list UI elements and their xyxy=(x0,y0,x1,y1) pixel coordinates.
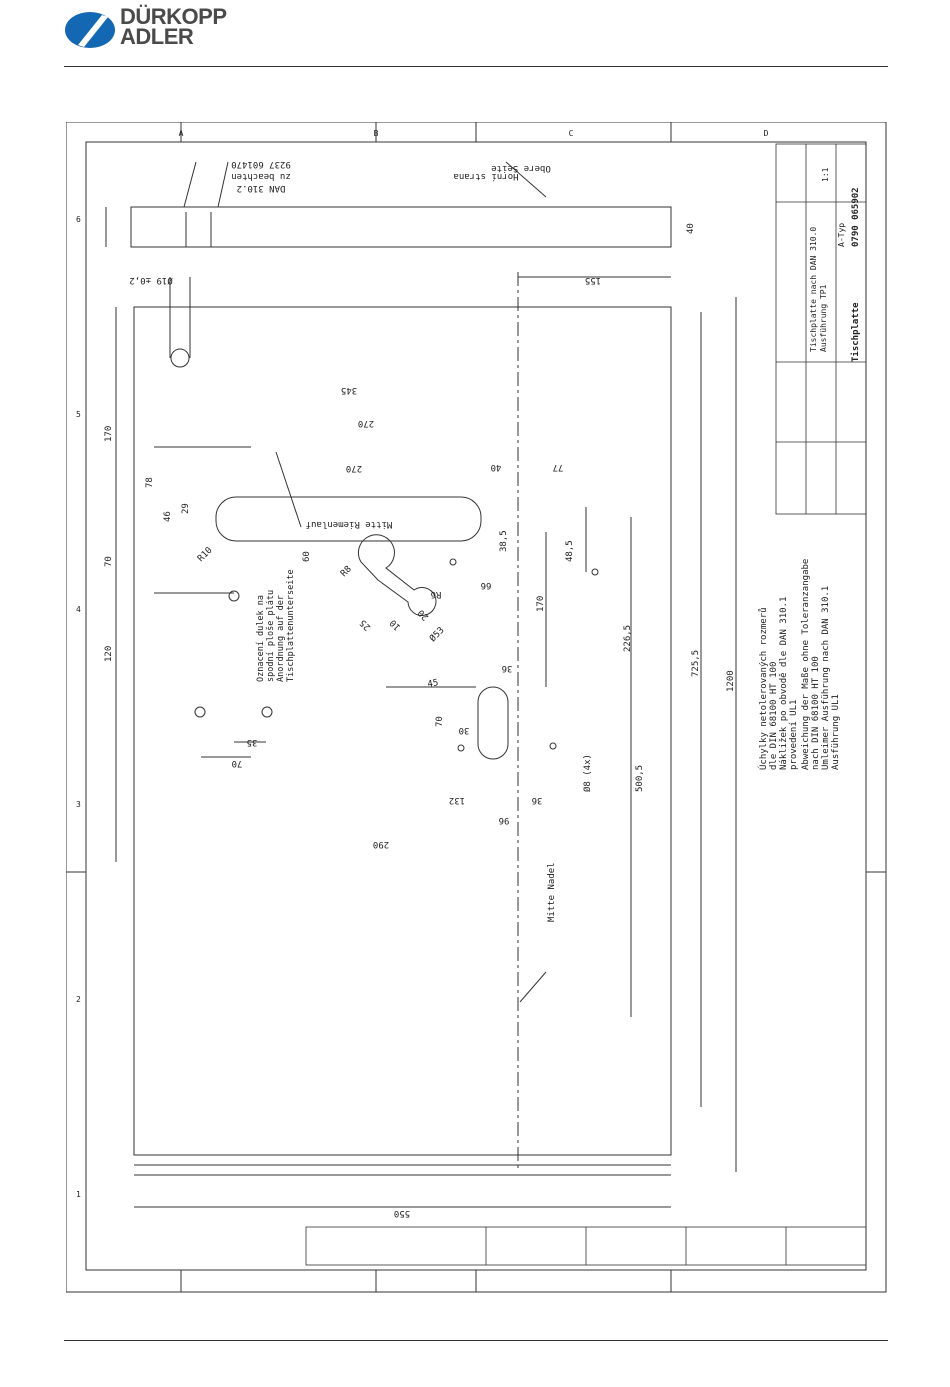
brand-line-2: ADLER xyxy=(120,24,194,49)
tolerance-note-3: Umleimer Ausführung nach DAN 310.1 xyxy=(821,586,831,770)
dim-48-5: 48,5 xyxy=(565,540,575,562)
title-block-title: Tischplatte xyxy=(850,302,861,362)
dim-77: 77 xyxy=(553,462,564,472)
keyhole-cutout xyxy=(357,534,437,616)
dim-290: 290 xyxy=(373,839,389,849)
dim-70c: 70 xyxy=(232,758,243,768)
frame-letter-a: A xyxy=(179,129,184,138)
page-header: DÜRKOPP ADLER xyxy=(0,0,950,70)
dim-36a: 36 xyxy=(502,663,513,673)
title-block-number: 0790 065902 xyxy=(851,187,861,247)
dim-500-5: 500,5 xyxy=(635,765,645,792)
marking-note-3: Anordnung auf der xyxy=(276,595,286,682)
dim-20: 20 xyxy=(416,607,431,622)
dim-226-5: 226,5 xyxy=(623,625,633,652)
tolerance-note-4: Ausführung UL1 xyxy=(831,694,841,770)
tolerance-note-2: nach DIN 68100 HT 100 xyxy=(811,656,821,770)
dim-40: 40 xyxy=(686,223,696,234)
tolerance-note-cz-1: Úchylky netolerovaných rozmerů xyxy=(757,607,769,770)
top-note: Obere Seite xyxy=(491,163,551,173)
dim-40b: 40 xyxy=(491,462,502,472)
marking-note-4: Tischplattenunterseite xyxy=(286,569,296,682)
dim-120: 120 xyxy=(104,646,114,662)
dim-1200: 1200 xyxy=(726,670,736,692)
dim-30: 30 xyxy=(459,725,470,735)
dim-29: 29 xyxy=(181,503,191,514)
dim-66: 66 xyxy=(481,580,492,590)
needle-label: Mitte Nadel xyxy=(547,862,557,922)
radius-10: R10 xyxy=(196,546,215,565)
frame-number-4: 4 xyxy=(76,605,81,614)
title-block-format: A-Typ xyxy=(837,223,846,247)
marking-note-1: Oznacení dulek na xyxy=(256,595,266,682)
frame-number-3: 3 xyxy=(76,800,81,809)
dim-78: 78 xyxy=(145,477,155,488)
dim-25: 25 xyxy=(358,617,373,632)
dim-270b: 270 xyxy=(346,463,362,473)
technical-drawing: Obere Seite Horní strana 9237 601470 zu … xyxy=(66,122,887,1293)
dim-155: 155 xyxy=(585,275,601,285)
edge-view xyxy=(130,206,672,248)
title-block-material: Tischplatte nach DAN 310.0 xyxy=(809,227,818,352)
tolerance-note-cz-4: provedení UL1 xyxy=(789,700,799,770)
frame-number-6: 6 xyxy=(76,215,81,224)
belt-slot-label: Mitte Riemenlauf xyxy=(306,519,393,529)
dim-38-5: 38,5 xyxy=(499,530,509,552)
tolerance-note-1: Abweichung der Maße ohne Toleranzangabe xyxy=(801,559,811,770)
hole-19 xyxy=(170,348,190,368)
title-block-execution: Ausführung TP1 xyxy=(819,284,828,352)
duerkopp-adler-logo-icon xyxy=(65,12,115,48)
dim-70: 70 xyxy=(104,556,114,567)
dim-132: 132 xyxy=(449,795,465,805)
marking-note-2: spodní ploše plátu xyxy=(265,590,276,682)
frame-number-5: 5 xyxy=(76,410,81,419)
frame-number-2: 2 xyxy=(76,995,81,1004)
dim-70b: 70 xyxy=(435,716,445,727)
tolerance-note-cz-3: Nákližek po obvodě dle DAN 310.1 xyxy=(779,597,789,770)
dim-170: 170 xyxy=(104,426,114,442)
hole-note-1: 9237 601470 xyxy=(231,159,291,169)
frame-letter-d: D xyxy=(764,129,769,138)
footer-rule xyxy=(64,1340,888,1341)
inner-frame xyxy=(85,141,867,1271)
dim-60: 60 xyxy=(302,551,312,562)
radius-6: R6 xyxy=(431,589,442,599)
header-rule xyxy=(64,66,888,67)
hole-note-3: DAN 310.2 xyxy=(237,183,286,193)
dim-phi19: Ø19 ±0,2 xyxy=(129,275,172,286)
frame-number-1: 1 xyxy=(76,1190,81,1199)
title-block xyxy=(305,143,867,1266)
brand-line-1: DÜRKOPP xyxy=(120,4,227,29)
dim-96: 96 xyxy=(499,815,510,825)
hole-note-2: zu beachten xyxy=(231,171,291,181)
brand-name: DÜRKOPP ADLER xyxy=(120,4,227,49)
belt-slot xyxy=(215,496,482,542)
dim-725-5: 725,5 xyxy=(691,650,701,677)
dim-170b: 170 xyxy=(536,596,546,612)
oval-slot xyxy=(477,686,509,760)
title-block-scale: 1:1 xyxy=(821,167,830,182)
dim-35: 35 xyxy=(247,737,258,747)
dim-270a: 270 xyxy=(358,418,374,428)
frame-letter-c: C xyxy=(569,129,574,138)
dim-345: 345 xyxy=(341,385,357,395)
top-note-cz: Horní strana xyxy=(453,171,518,181)
table-plate xyxy=(133,306,672,1156)
dim-10: 10 xyxy=(388,617,403,632)
dim-550: 550 xyxy=(394,1208,410,1218)
tolerance-note-cz-2: dle DIN 68100 HT 100 xyxy=(769,662,779,770)
dim-36b: 36 xyxy=(532,795,543,805)
frame-letter-b: B xyxy=(374,129,379,138)
dim-46: 46 xyxy=(163,511,173,522)
radius-8: R8 xyxy=(339,564,354,579)
dim-phi8: Ø8 (4x) xyxy=(582,754,593,792)
dim-phi53: Ø53 xyxy=(427,625,446,644)
dim-45: 45 xyxy=(427,678,439,690)
